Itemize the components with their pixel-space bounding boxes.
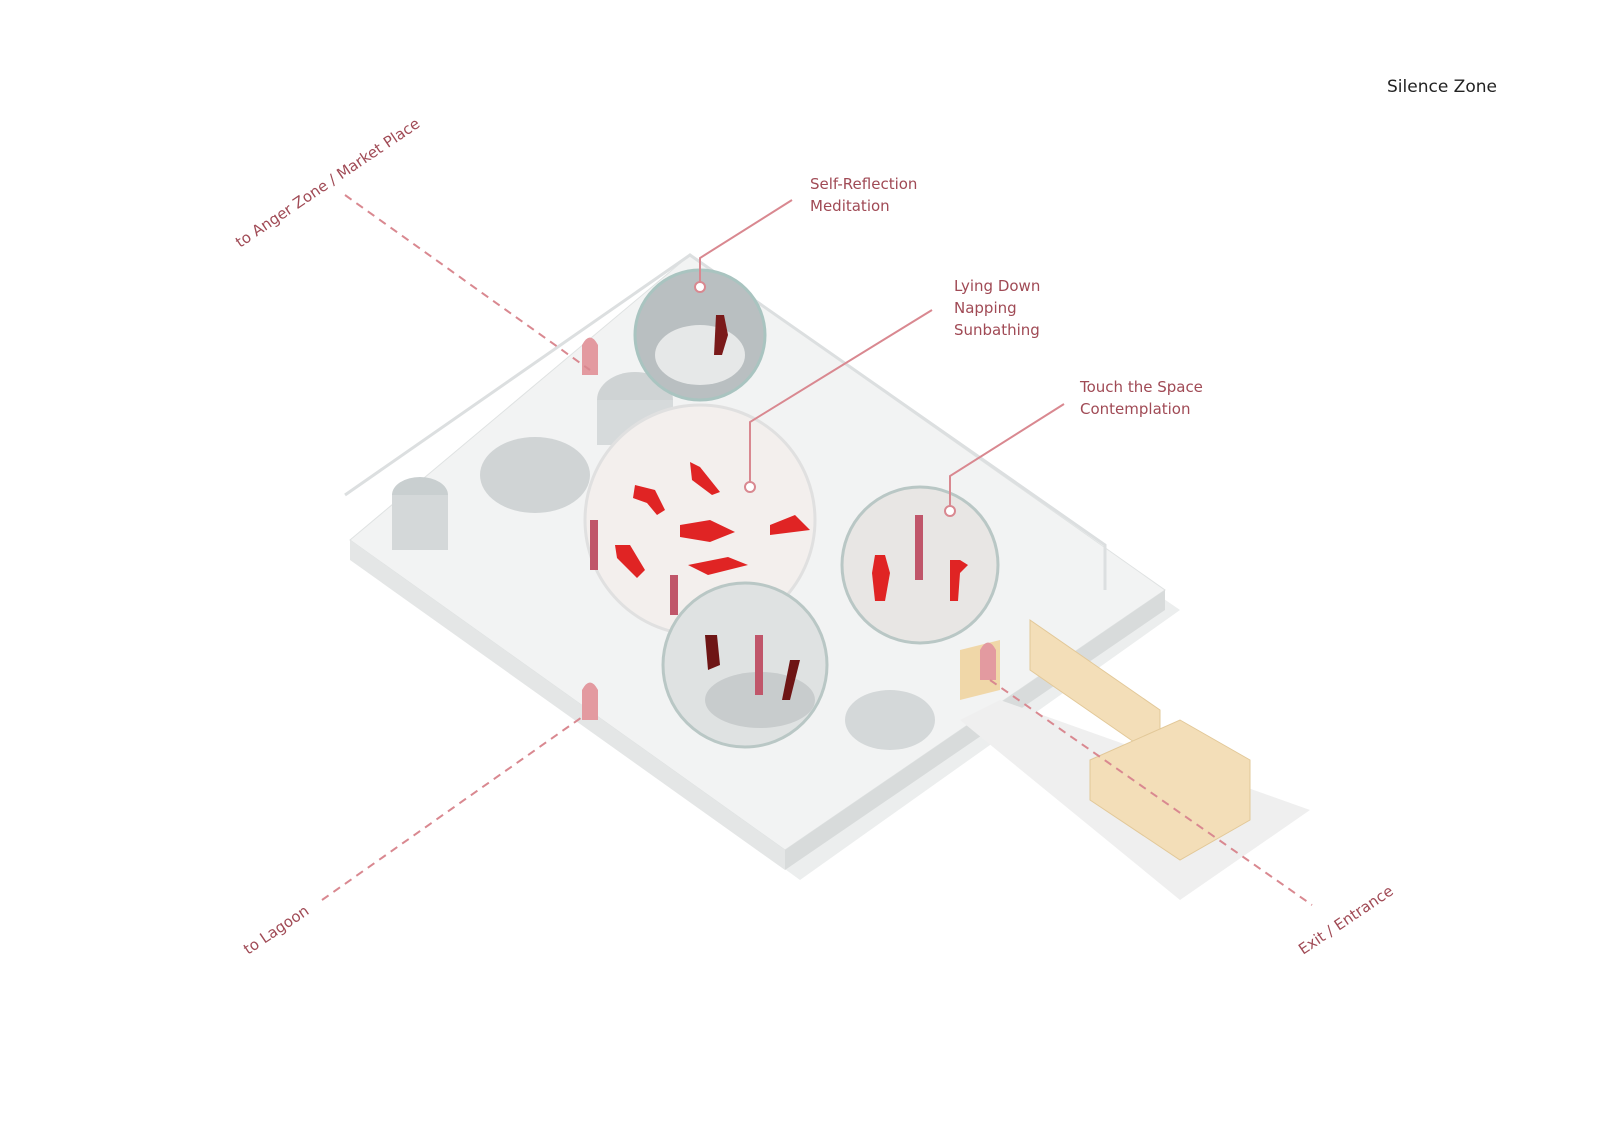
cylinder-rooms	[392, 372, 935, 750]
person-figure	[633, 485, 665, 515]
release-room	[661, 581, 829, 749]
person-figure	[680, 520, 735, 542]
callout-2-line-2: Napping	[954, 299, 1017, 317]
callout-1-line-1: Self-Reflection	[810, 175, 917, 193]
person-figure	[714, 315, 728, 355]
lying-down-room	[583, 403, 817, 637]
person-figure	[770, 515, 810, 535]
person-figure	[688, 557, 748, 575]
route-anger-zone	[344, 194, 591, 371]
zone-title: Silence Zone	[1387, 77, 1497, 97]
person-figure	[615, 545, 645, 578]
person-figure	[872, 555, 890, 601]
callout-dot-3	[944, 505, 956, 517]
callout-dot-1	[694, 281, 706, 293]
outer-wall	[344, 253, 1107, 590]
meditation-room	[633, 268, 767, 402]
route-exit	[989, 679, 1313, 906]
direction-lagoon: to Lagoon	[240, 902, 312, 959]
callout-1-line-2: Meditation	[810, 197, 890, 215]
callout-dot-2	[744, 481, 756, 493]
person-figure	[705, 635, 720, 670]
touch-room	[840, 485, 1000, 645]
person-figure	[950, 560, 968, 601]
direction-exit: Exit / Entrance	[1295, 882, 1396, 959]
callout-leader-3	[949, 403, 1065, 506]
callout-2-line-1: Lying Down	[954, 277, 1040, 295]
route-lagoon	[321, 714, 586, 901]
callout-2-line-3: Sunbathing	[954, 321, 1040, 339]
callout-leader-1	[699, 199, 793, 282]
person-figure	[782, 660, 800, 700]
callout-leader-2	[749, 309, 933, 482]
person-figure	[690, 462, 720, 495]
doors	[582, 337, 996, 720]
callout-3-line-1: Touch the Space	[1079, 378, 1203, 396]
platform-edge	[350, 540, 785, 870]
callout-3-line-2: Contemplation	[1080, 400, 1191, 418]
